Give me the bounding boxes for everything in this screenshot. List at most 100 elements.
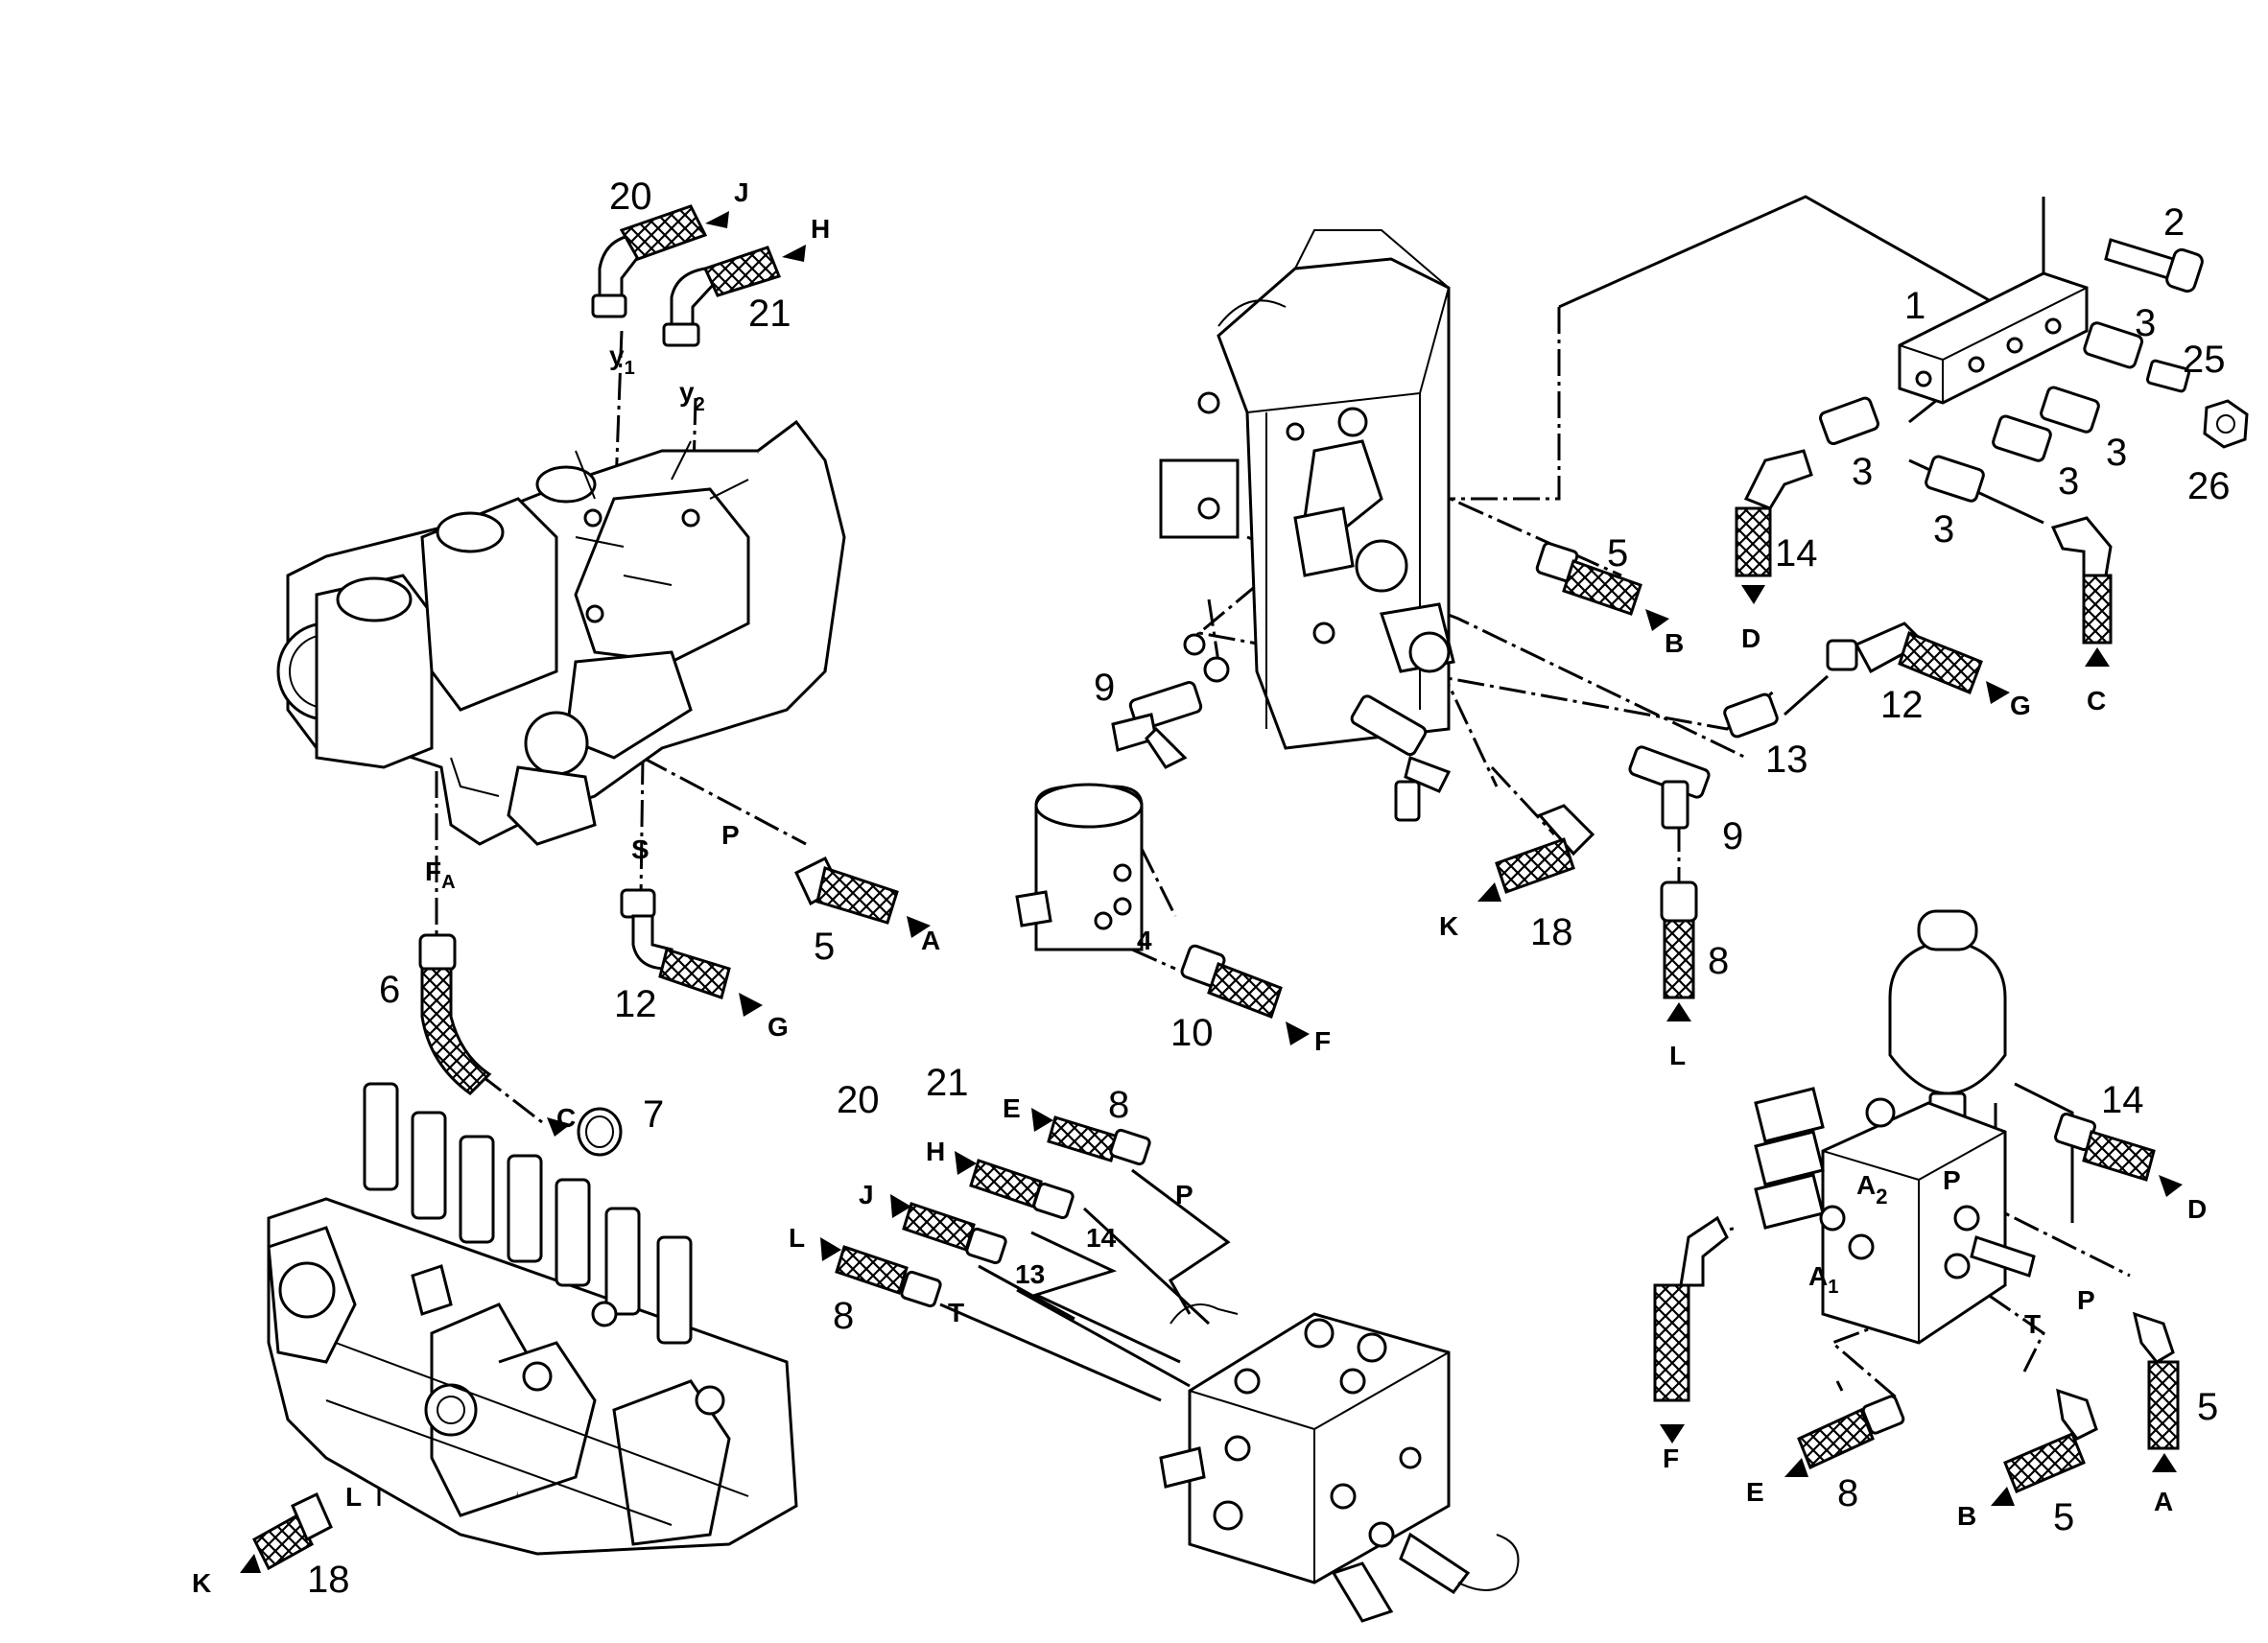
part-label-3-e: 3: [1852, 451, 1873, 493]
letter-b-top: B: [1665, 628, 1684, 658]
hose-20-j-lower: [902, 1202, 1007, 1265]
hose-20-top: [591, 204, 708, 318]
part-label-12-pump: 12: [614, 983, 657, 1025]
part-label-13-lower: 13: [1015, 1259, 1045, 1289]
part-label-3-b: 3: [2106, 432, 2127, 474]
arrow-d-right: [2159, 1175, 2183, 1197]
port-t-lower: T: [948, 1298, 964, 1327]
arrow-k-left: [240, 1554, 261, 1573]
fitting-3-e: [1819, 396, 1879, 446]
fitting-3-d: [1925, 455, 1985, 503]
letter-d-top: D: [1741, 623, 1760, 653]
hydraulic-pump-assembly: [276, 419, 846, 846]
arrow-l-lower: [820, 1237, 841, 1261]
cap-26: [2203, 399, 2249, 449]
part-label-20-top: 20: [609, 176, 652, 218]
bolt-2: [2104, 238, 2204, 293]
letter-f-mid: F: [1314, 1026, 1331, 1056]
part-label-5-right: 5: [2197, 1386, 2218, 1428]
part-label-8-lower: 8: [1108, 1084, 1129, 1126]
hose-c-right: [2050, 516, 2113, 645]
part-label-18-mid: 18: [1530, 911, 1573, 953]
arrow-h-lower: [955, 1151, 977, 1175]
fitting-3-b: [2040, 386, 2100, 434]
hose-10-f: [1180, 944, 1283, 1019]
letter-a-right: A: [2154, 1487, 2173, 1516]
port-a2: A2: [1856, 1170, 1887, 1209]
part-label-3-d: 3: [1933, 508, 1954, 551]
letter-h-top: H: [811, 214, 830, 244]
letter-e-lower: E: [1003, 1093, 1021, 1123]
hose-8-e-lower: [1047, 1115, 1151, 1166]
hose-8-l: [1660, 880, 1698, 999]
part-label-2: 2: [2163, 201, 2185, 244]
connection-letters: J H A G C K B D C G K L F E H J L L D F …: [192, 177, 2207, 1598]
brake-valve-block: [1159, 1303, 1520, 1623]
part-label-1: 1: [1904, 285, 1925, 327]
valve-block-4: [1015, 783, 1144, 951]
arrow-d-top: [1741, 585, 1765, 604]
arrow-c-hose6: [547, 1117, 571, 1137]
part-label-3-a: 3: [2135, 302, 2156, 344]
part-label-21-top: 21: [748, 293, 791, 335]
fitting-3-a: [2083, 321, 2144, 369]
arrow-a-right: [2152, 1453, 2177, 1472]
port-s: S: [631, 834, 650, 864]
hose-14-d: [1735, 449, 1813, 577]
port-y1: y1: [609, 340, 635, 379]
letter-l-right: L: [1669, 1041, 1686, 1070]
hose-5-a: [794, 856, 899, 925]
hose-12-g: [620, 888, 731, 999]
hose-f-right: [1653, 1215, 1729, 1402]
port-fa: FA: [425, 857, 456, 893]
letter-j-top: J: [734, 177, 749, 207]
letter-k-left: K: [192, 1568, 211, 1598]
part-label-13-right: 13: [1765, 739, 1808, 781]
part-label-6: 6: [379, 969, 400, 1011]
letter-c-hose6: C: [556, 1103, 576, 1133]
hose-12-g-right: [1826, 622, 1983, 694]
part-label-8-right-lower: 8: [1837, 1472, 1858, 1514]
part-label-5-pump: 5: [814, 926, 835, 968]
port-t-manifold: T: [2024, 1309, 2041, 1339]
part-label-5-right-lower: 5: [2053, 1496, 2074, 1538]
fitting-3-c: [1992, 414, 2052, 462]
fitting-25: [2145, 359, 2191, 393]
port-a1: A1: [1808, 1261, 1838, 1298]
arrow-a-pump: [907, 916, 931, 938]
letter-e-right: E: [1746, 1477, 1764, 1507]
fitting-mid: [1350, 694, 1452, 822]
port-p-pump: P: [721, 820, 740, 850]
clamp-7: [577, 1107, 623, 1157]
fitting-13: [1723, 692, 1779, 739]
letter-h-lower: H: [926, 1137, 945, 1166]
arrow-e-lower: [1031, 1108, 1053, 1132]
arrow-h: [782, 245, 806, 262]
part-label-14-right: 14: [2101, 1079, 2144, 1121]
letter-b-right: B: [1957, 1501, 1976, 1531]
part-label-5-top: 5: [1607, 532, 1628, 575]
part-label-9-right: 9: [1722, 815, 1743, 857]
part-label-3-c: 3: [2058, 460, 2079, 503]
letter-a-pump: A: [921, 926, 940, 955]
port-p-right: P: [2077, 1285, 2095, 1315]
part-label-9-left: 9: [1094, 667, 1115, 709]
tee-9-right: [1628, 745, 1711, 830]
hose-6: [418, 933, 492, 1095]
part-label-7: 7: [643, 1093, 664, 1136]
part-label-18-left: 18: [307, 1559, 350, 1601]
arrow-l-right: [1666, 1002, 1691, 1021]
part-label-20-lower: 20: [837, 1079, 880, 1121]
arrow-b-right: [1991, 1487, 2015, 1506]
part-label-14-lower: 14: [1086, 1223, 1117, 1253]
letter-c-right: C: [2087, 686, 2106, 716]
arrow-g-right: [1986, 681, 2010, 704]
arrow-j-lower: [890, 1194, 911, 1218]
part-label-10: 10: [1170, 1012, 1214, 1054]
port-p-lower: P: [1175, 1180, 1193, 1209]
letter-g-pump: G: [768, 1012, 789, 1042]
letter-l-lower: L: [789, 1223, 805, 1253]
distribution-block-1: [1898, 271, 2089, 405]
part-label-8-right: 8: [1708, 940, 1729, 982]
